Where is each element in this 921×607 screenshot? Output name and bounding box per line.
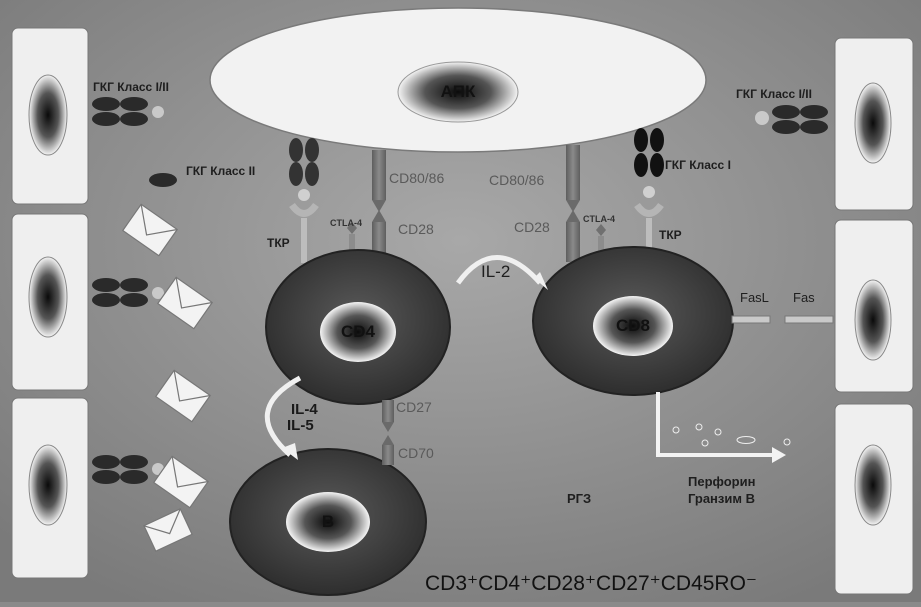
b-cell bbox=[229, 448, 427, 596]
antigen-fragments bbox=[121, 203, 214, 552]
cd80-86-right-label: CD80/86 bbox=[489, 172, 545, 188]
granzyme-label: Гранзим В bbox=[688, 491, 755, 506]
fas-bar bbox=[784, 315, 834, 324]
ctla4-left-label: CTLA-4 bbox=[330, 218, 362, 228]
cd80-86-cd28-right bbox=[566, 145, 606, 262]
phenotype-label: CD3⁺CD4⁺CD28⁺CD27⁺CD45RO⁻ bbox=[425, 572, 758, 595]
epithelial-cells-right bbox=[834, 37, 914, 595]
cd4-label: CD4 bbox=[340, 322, 375, 341]
cd8-t-cell bbox=[532, 246, 734, 396]
il4-label: IL-4 bbox=[291, 401, 318, 418]
mhc-class-ii-apc bbox=[289, 138, 319, 263]
fas-label: Fas bbox=[793, 290, 815, 305]
mhc-1-2-right-label: ГКГ Класс I/II bbox=[736, 87, 812, 101]
cd28-right-label: CD28 bbox=[514, 219, 550, 235]
mhc-molecules-left bbox=[92, 97, 177, 484]
mhc-1-label: ГКГ Класс I bbox=[665, 158, 731, 172]
cd80-86-left-label: CD80/86 bbox=[389, 170, 445, 186]
b-cell-label: B bbox=[321, 512, 335, 531]
cd70-label: CD70 bbox=[398, 445, 434, 461]
cd27-label: CD27 bbox=[396, 399, 432, 415]
ctla4-right-label: CTLA-4 bbox=[583, 214, 615, 224]
il5-label: IL-5 bbox=[287, 417, 314, 434]
cd27-cd70 bbox=[382, 400, 394, 465]
tcr-left-label: ТКР bbox=[267, 236, 290, 250]
fasl-bar bbox=[731, 315, 771, 324]
rgz-label: РГЗ bbox=[567, 491, 592, 506]
mhc-2-label: ГКГ Класс II bbox=[186, 164, 256, 178]
mhc-1-2-left-label: ГКГ Класс I/II bbox=[93, 80, 169, 94]
apc-label: АПК bbox=[440, 82, 476, 101]
cd8-label: CD8 bbox=[615, 316, 650, 335]
cd80-86-cd28-left bbox=[347, 150, 386, 260]
apc-cell bbox=[209, 7, 707, 153]
cd28-left-label: CD28 bbox=[398, 221, 434, 237]
perforin-label: Перфорин bbox=[688, 474, 756, 489]
mhc-molecules-right bbox=[755, 105, 828, 134]
epithelial-cells-left bbox=[11, 27, 89, 579]
cd4-t-cell bbox=[265, 249, 451, 405]
il2-arrow bbox=[455, 255, 542, 285]
mhc-class-i-apc bbox=[634, 128, 664, 262]
il4-il5-arrow bbox=[264, 375, 302, 457]
il2-label: IL-2 bbox=[481, 262, 511, 281]
tcr-right-label: ТКР bbox=[659, 228, 682, 242]
perforin-arrow bbox=[656, 392, 791, 463]
fasl-label: FasL bbox=[740, 290, 769, 305]
